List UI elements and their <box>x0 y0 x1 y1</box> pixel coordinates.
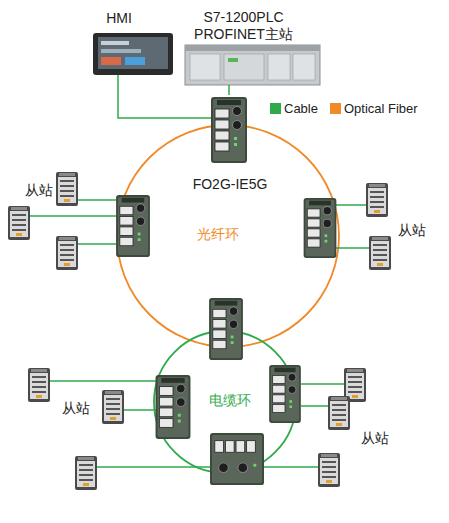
plc-led <box>228 58 238 62</box>
slave-label: 从站 <box>25 182 53 200</box>
cable-connector <box>228 85 230 95</box>
io-slave <box>366 183 388 217</box>
device-model: FO2G-IE5G <box>152 176 308 193</box>
hmi-panel <box>93 33 173 75</box>
hmi-bar <box>101 49 141 53</box>
device-name: S7-1200PLC <box>116 9 371 26</box>
cable-connector <box>118 75 211 118</box>
io-slave <box>56 236 78 270</box>
ring-switch <box>156 375 191 439</box>
hmi-button <box>101 57 121 65</box>
legend-text: Cable <box>284 101 318 116</box>
io-slave <box>28 368 50 402</box>
io-slave <box>56 172 78 206</box>
io-slave <box>318 453 340 487</box>
plc-master: S7-1200PLCPROFINET主站 <box>185 45 320 85</box>
plc-cpu <box>224 54 264 80</box>
slave-label: 从站 <box>398 222 426 240</box>
hmi-button <box>125 57 145 65</box>
text-group: FO2G-IE5G <box>152 176 308 193</box>
legend-swatch <box>330 103 341 114</box>
plc-module <box>293 54 315 80</box>
ring-switch <box>210 433 264 485</box>
fiber-switch: FO2G-IE5G <box>211 95 247 165</box>
hmi-device: HMI <box>93 33 173 75</box>
fiber-ring: 光纤环 <box>116 124 340 348</box>
ring-switch <box>304 198 337 258</box>
device-name: HMI <box>19 10 219 27</box>
cable-ring: 电缆环 <box>153 330 297 474</box>
legend: Cable Optical Fiber <box>270 101 430 116</box>
slave-label: 从站 <box>361 430 389 448</box>
text-group: HMI <box>19 10 219 27</box>
plc-module <box>268 54 290 80</box>
slave-label: 从站 <box>62 400 90 418</box>
text-group: S7-1200PLCPROFINET主站 <box>116 9 371 43</box>
io-slave <box>369 236 391 270</box>
io-slave <box>328 396 350 430</box>
text-group: 光纤环 <box>46 226 390 243</box>
io-slave <box>102 390 124 424</box>
legend-text: Optical Fiber <box>344 101 418 116</box>
legend-item: Optical Fiber <box>330 101 418 116</box>
io-slave <box>75 456 97 490</box>
ring-name: 电缆环 <box>98 392 362 409</box>
plc-rack <box>185 45 320 85</box>
device-name: PROFINET主站 <box>116 26 371 43</box>
plc-top <box>185 45 320 51</box>
legend-item: Cable <box>270 101 318 116</box>
hmi-screen <box>98 37 168 69</box>
ring-switch <box>211 97 247 163</box>
io-slave <box>8 206 30 240</box>
legend-swatch <box>270 103 281 114</box>
plc-module <box>190 54 220 80</box>
hmi-bar <box>101 41 129 45</box>
ring-name: 光纤环 <box>46 226 390 243</box>
text-group: 电缆环 <box>98 392 362 409</box>
ring-switch <box>209 298 243 360</box>
io-slave <box>344 368 366 402</box>
